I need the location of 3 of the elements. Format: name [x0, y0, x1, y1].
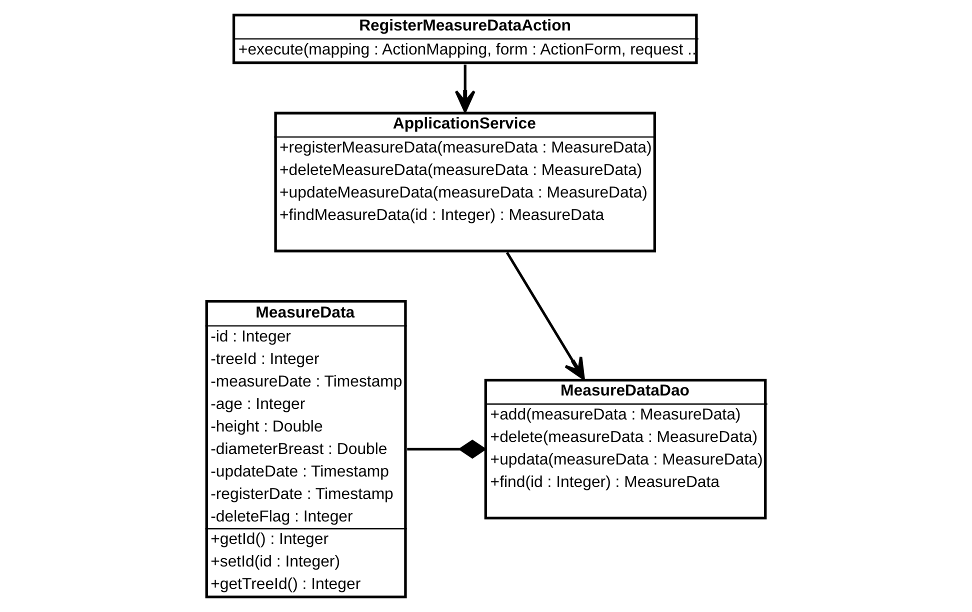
arrow [454, 64, 476, 113]
arrow [506, 252, 585, 380]
connector [407, 440, 487, 459]
